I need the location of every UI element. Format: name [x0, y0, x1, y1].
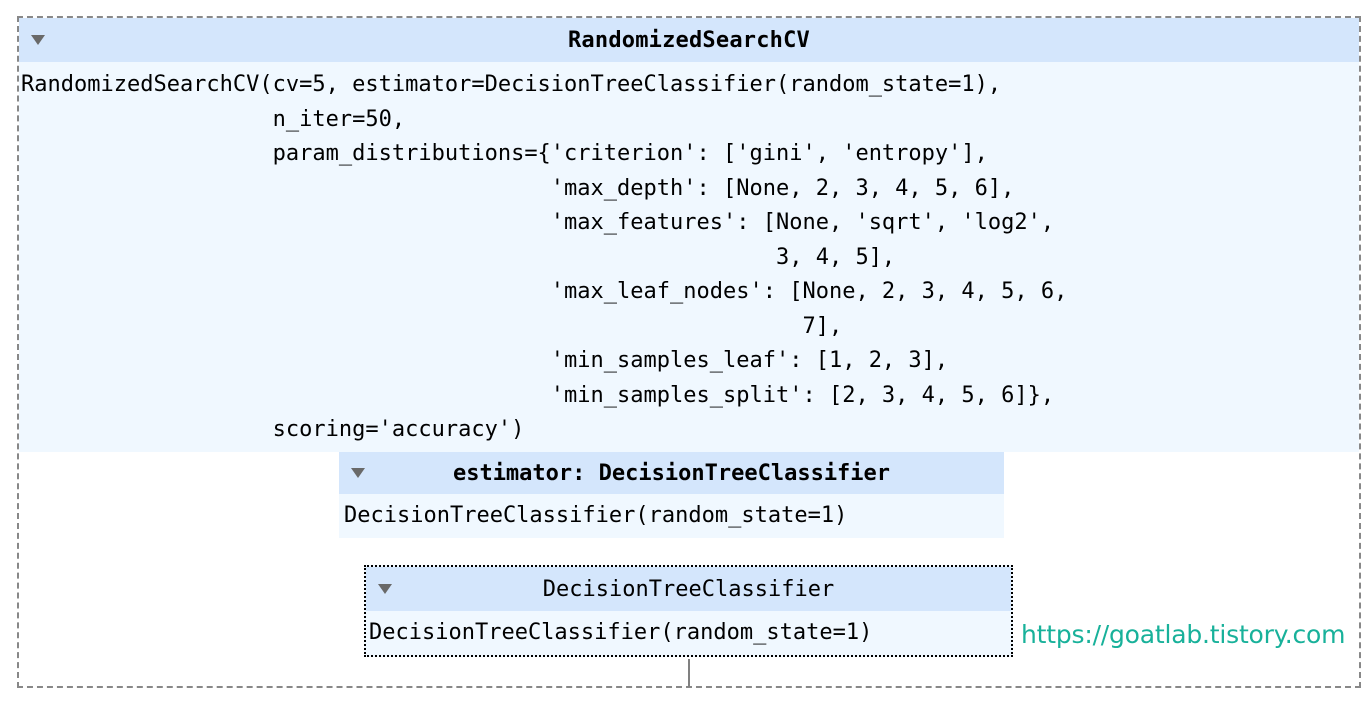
watermark-url: https://goatlab.tistory.com — [1021, 620, 1346, 649]
estimator-repr-text: DecisionTreeClassifier(random_state=1) — [344, 503, 848, 528]
estimator-body: DecisionTreeClassifier(random_state=1) — [339, 494, 1004, 538]
randomizedsearchcv-container: RandomizedSearchCV RandomizedSearchCV(cv… — [17, 16, 1361, 688]
estimator-header[interactable]: estimator: DecisionTreeClassifier — [339, 452, 1004, 494]
randomizedsearchcv-header[interactable]: RandomizedSearchCV — [19, 18, 1359, 62]
estimator-section: estimator: DecisionTreeClassifier Decisi… — [339, 452, 1004, 538]
tree-connector-line — [688, 659, 690, 687]
triangle-down-icon[interactable] — [31, 35, 45, 45]
estimator-title: estimator: DecisionTreeClassifier — [452, 460, 891, 486]
decisiontreeclassifier-container: DecisionTreeClassifier DecisionTreeClass… — [364, 565, 1013, 657]
randomizedsearchcv-title: RandomizedSearchCV — [567, 27, 810, 53]
randomizedsearchcv-body: RandomizedSearchCV(cv=5, estimator=Decis… — [19, 62, 1359, 452]
triangle-down-icon[interactable] — [378, 584, 392, 594]
triangle-down-icon[interactable] — [351, 468, 365, 478]
decisiontreeclassifier-repr-text: DecisionTreeClassifier(random_state=1) — [369, 620, 873, 645]
decisiontreeclassifier-body: DecisionTreeClassifier(random_state=1) — [366, 611, 1011, 655]
randomizedsearchcv-repr-text: RandomizedSearchCV(cv=5, estimator=Decis… — [21, 72, 1068, 442]
decisiontreeclassifier-title: DecisionTreeClassifier — [542, 576, 835, 602]
decisiontreeclassifier-header[interactable]: DecisionTreeClassifier — [366, 567, 1011, 611]
